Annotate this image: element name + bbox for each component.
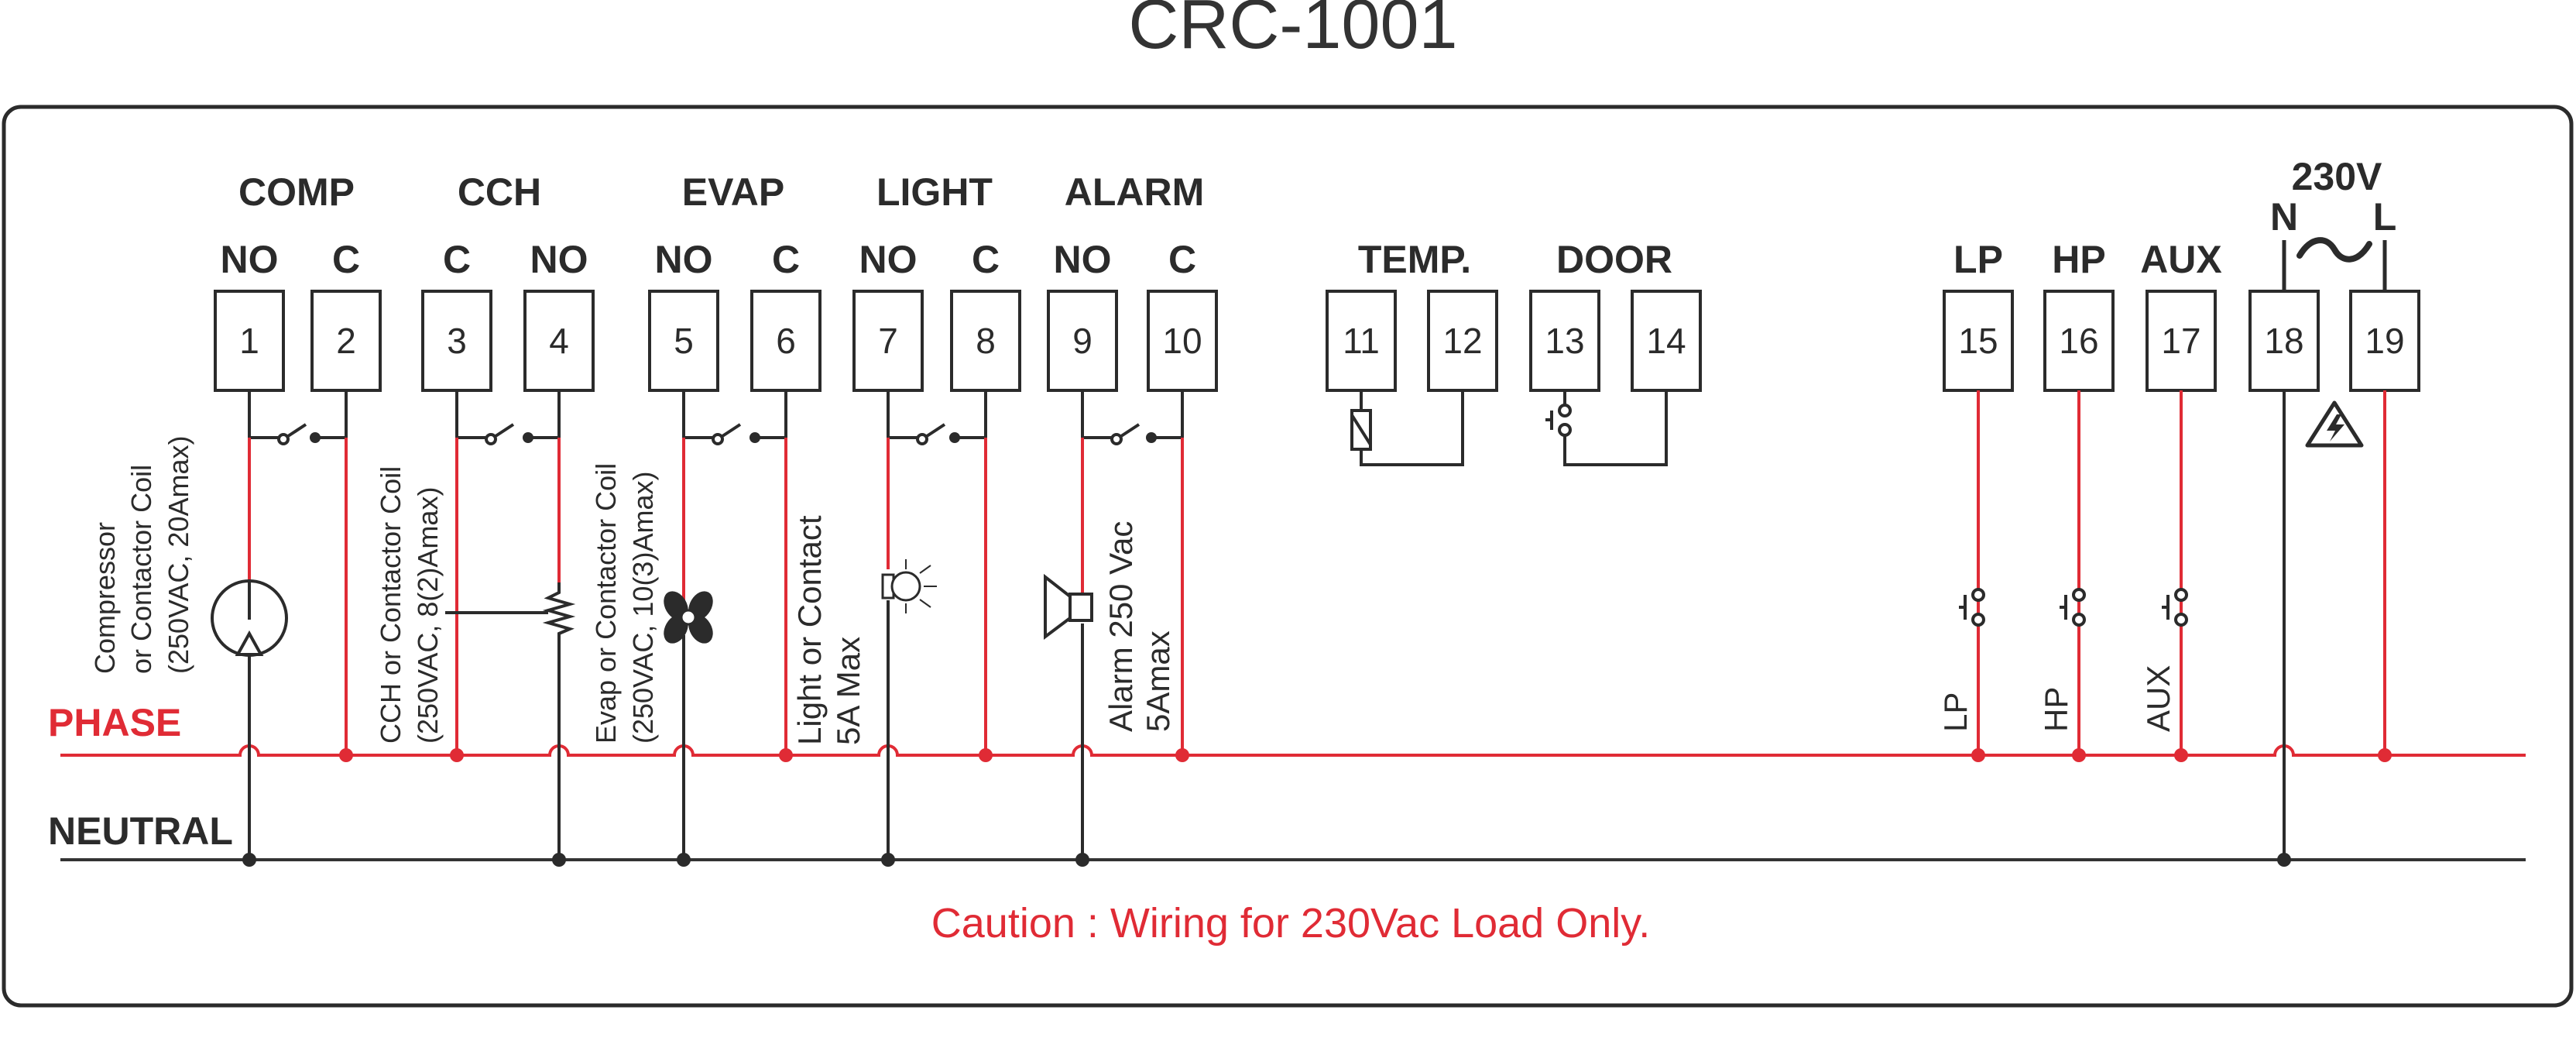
alarm-load-label-line2: 5Amax: [1140, 630, 1176, 732]
sub-label-temp: TEMP.: [1358, 238, 1471, 281]
evap-load-label-line2: (250VAC, 10(3)Amax): [627, 472, 659, 744]
terminal-number-14: 14: [1646, 321, 1686, 361]
compressor-icon: [211, 579, 288, 657]
terminal-box-9: [1047, 290, 1118, 392]
terminal-number-11: 11: [1343, 321, 1380, 361]
comp-load-label-line1: Compressor: [89, 522, 121, 674]
terminal-number-19: 19: [2365, 321, 2404, 361]
terminal-number-18: 18: [2264, 321, 2303, 361]
sub-label-4: NO: [530, 238, 588, 281]
terminal-number-15: 15: [1958, 321, 1998, 361]
terminal-box-12: [1427, 290, 1498, 392]
sub-label-l: L: [2373, 195, 2397, 239]
terminal-number-2: 2: [336, 321, 356, 361]
terminal-number-12: 12: [1442, 321, 1482, 361]
sub-label-n: N: [2270, 195, 2298, 239]
sub-label-2: C: [332, 238, 360, 281]
sub-label-3: C: [443, 238, 471, 281]
terminal-number-7: 7: [878, 321, 898, 361]
sub-label-6: C: [772, 238, 800, 281]
door-switch-icon: [1545, 390, 1668, 466]
terminal-number-8: 8: [976, 321, 996, 361]
sub-label-8: C: [972, 238, 1000, 281]
alarm-load-label-line1: Alarm 250 Vac: [1103, 521, 1139, 732]
relay-switch-alarm: [1081, 390, 1184, 441]
relay-switch-evap: [682, 390, 787, 441]
lp-switch-label: LP: [1937, 692, 1974, 732]
aux-switch-label: AUX: [2140, 665, 2176, 732]
high-voltage-warning-icon: [2305, 400, 2364, 448]
sub-label-5: NO: [655, 238, 713, 281]
cch-load-label-line2: (250VAC, 8(2)Amax): [412, 487, 444, 744]
light-load-label-line2: 5A Max: [830, 637, 866, 745]
comp-load-label-line3: (250VAC, 20Amax): [163, 436, 194, 674]
sub-label-hp: HP: [2052, 238, 2105, 281]
diagram-frame: [2, 105, 2574, 1008]
sub-label-door: DOOR: [1556, 238, 1672, 281]
group-label-230v: 230V: [2292, 155, 2382, 198]
group-label-alarm: ALARM: [1065, 170, 1205, 214]
hp-switch-label: HP: [2038, 687, 2074, 732]
caution-text: Caution : Wiring for 230Vac Load Only.: [931, 900, 1650, 947]
terminal-number-4: 4: [549, 321, 569, 361]
terminal-box-4: [523, 290, 595, 392]
sub-label-aux: AUX: [2140, 238, 2222, 281]
heater-icon: [445, 582, 576, 643]
relay-switch-cch: [455, 390, 561, 441]
hp-switch-icon: [2060, 588, 2086, 627]
terminal-number-3: 3: [447, 321, 467, 361]
group-label-light: LIGHT: [876, 170, 993, 214]
terminal-box-18: [2248, 290, 2320, 392]
fan-icon: [664, 591, 713, 644]
sub-label-1: NO: [221, 238, 279, 281]
cch-load-label-line1: CCH or Contactor Coil: [375, 466, 406, 744]
light-load-label-line1: Light or Contact: [791, 515, 828, 745]
terminal-number-6: 6: [776, 321, 796, 361]
sub-label-7: NO: [859, 238, 918, 281]
terminal-box-3: [421, 290, 492, 392]
temperature-sensor-icon: [1350, 390, 1464, 466]
evap-load-label-line1: Evap or Contactor Coil: [590, 463, 622, 744]
sub-label-9: NO: [1054, 238, 1112, 281]
neutral-label: NEUTRAL: [48, 809, 233, 853]
ac-symbol-icon: [2296, 237, 2372, 263]
terminal-number-10: 10: [1162, 321, 1202, 361]
lp-switch-icon: [1959, 588, 1985, 627]
terminal-number-1: 1: [239, 321, 259, 361]
terminal-box-11: [1326, 290, 1397, 392]
terminal-number-17: 17: [2161, 321, 2200, 361]
diagram-title: CRC-1001: [1128, 0, 1457, 64]
terminal-box-1: [214, 290, 285, 392]
sub-label-10: C: [1168, 238, 1196, 281]
comp-load-label-line2: or Contactor Coil: [125, 465, 157, 674]
light-bulb-icon: [881, 559, 937, 613]
group-label-comp: COMP: [238, 170, 355, 214]
aux-switch-icon: [2162, 588, 2188, 627]
terminal-box-2: [310, 290, 382, 392]
terminal-number-16: 16: [2059, 321, 2098, 361]
terminal-box-6: [750, 290, 822, 392]
terminal-number-9: 9: [1072, 321, 1092, 361]
phase-rail: [60, 744, 2526, 757]
relay-switch-comp: [248, 390, 348, 441]
sub-label-lp: LP: [1953, 238, 2003, 281]
terminal-box-19: [2349, 290, 2420, 392]
phase-label: PHASE: [48, 701, 181, 744]
group-label-cch: CCH: [458, 170, 541, 214]
terminal-number-13: 13: [1545, 321, 1584, 361]
group-label-evap: EVAP: [682, 170, 784, 214]
terminal-number-5: 5: [674, 321, 694, 361]
relay-switch-light: [887, 390, 987, 441]
buzzer-icon: [1044, 573, 1093, 640]
